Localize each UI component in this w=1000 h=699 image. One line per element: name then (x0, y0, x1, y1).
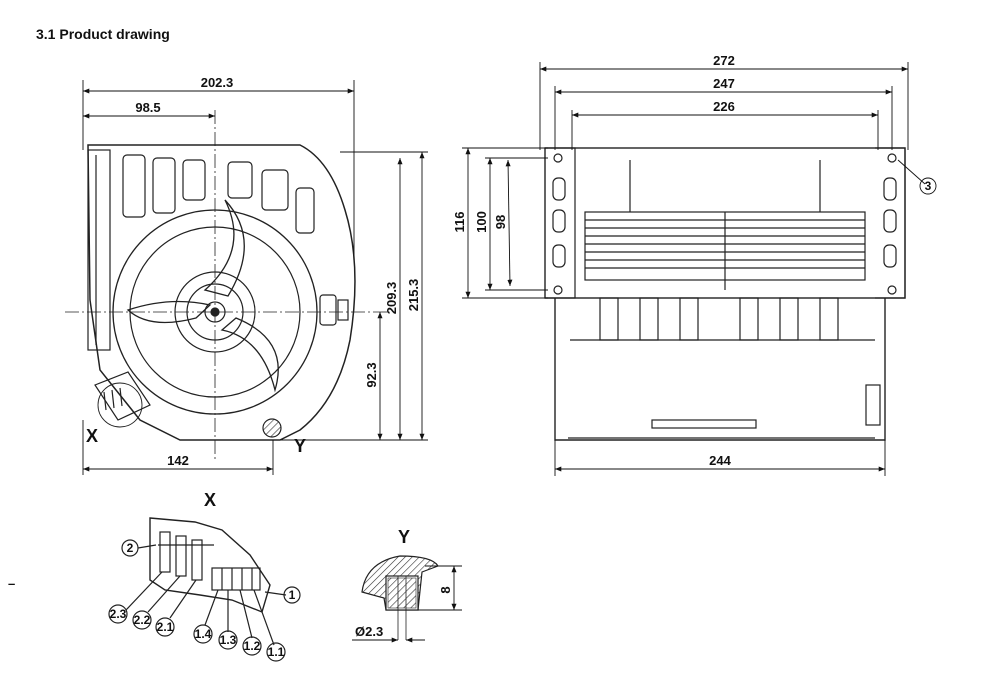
front-view-dimensions (82, 80, 428, 475)
side-view-dimensions (462, 62, 937, 476)
callout-x-2-1: 2.1 (157, 620, 174, 634)
callout-x-2-2: 2.2 (134, 613, 151, 627)
dim-height-full: 215.3 (406, 279, 421, 312)
callout-x-2: 2 (127, 541, 134, 555)
margin-mark: – (8, 576, 15, 591)
dim-overall-width: 202.3 (201, 75, 234, 90)
dim-width-226: 226 (713, 99, 735, 114)
dim-height-center: 92.3 (364, 362, 379, 387)
front-view (65, 110, 390, 460)
dim-width-247: 247 (713, 76, 735, 91)
dim-height-116: 116 (452, 212, 467, 233)
dim-y-height: 8 (438, 586, 453, 593)
dim-height-98: 98 (493, 215, 508, 229)
page-title: 3.1 Product drawing (36, 26, 170, 42)
callout-x-1-2: 1.2 (244, 639, 261, 653)
dim-height-100: 100 (474, 211, 489, 233)
callout-mount: 3 (925, 179, 932, 193)
detail-x-view (108, 517, 301, 662)
dim-center-offset: 98.5 (135, 100, 160, 115)
callout-x-1-4: 1.4 (195, 627, 212, 641)
callout-x-1-3: 1.3 (220, 633, 237, 647)
callout-x-1: 1 (289, 588, 296, 602)
dim-bottom-width: 142 (167, 453, 189, 468)
dim-width-272: 272 (713, 53, 735, 68)
detail-y-view (361, 555, 439, 640)
dim-height-main: 209.3 (384, 282, 399, 315)
callout-x-1-1: 1.1 (268, 645, 285, 659)
detail-y-marker: Y (294, 436, 306, 456)
detail-x-marker: X (86, 426, 98, 446)
detail-y-dimensions (352, 565, 462, 643)
detail-x-title: X (204, 490, 216, 510)
dim-width-244: 244 (709, 453, 731, 468)
dim-y-diameter: Ø2.3 (355, 624, 383, 639)
callout-x-2-3: 2.3 (110, 607, 127, 621)
side-view (544, 147, 906, 441)
detail-y-title: Y (398, 527, 410, 547)
